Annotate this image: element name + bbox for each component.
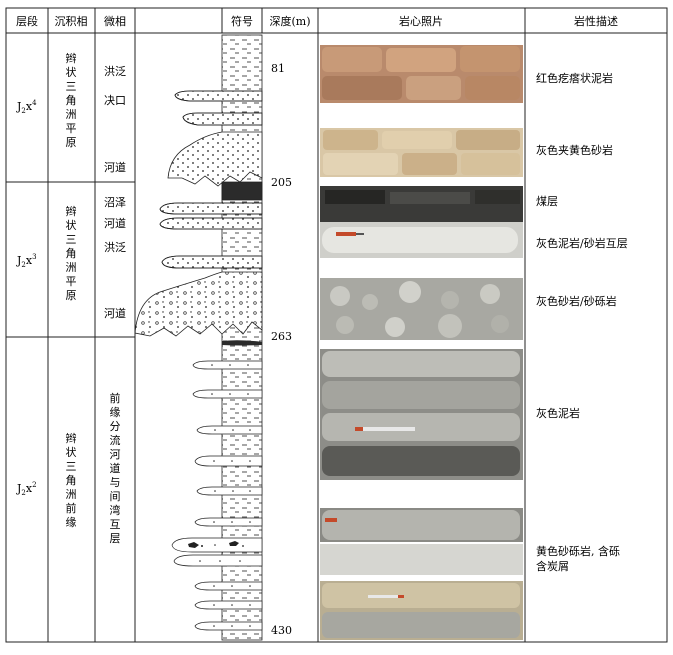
svg-text:平: 平 (66, 275, 77, 288)
litho-7: 黄色砂砾岩, 含砾 (536, 544, 620, 558)
header-symbol: 符号 (231, 15, 253, 28)
svg-text:三: 三 (66, 80, 77, 93)
depth-263: 263 (271, 330, 292, 343)
photo-sandstone (320, 128, 523, 177)
header-depth: 深度(m) (269, 14, 310, 28)
header-row: 层段 沉积相 微相 符号 深度(m) 岩心照片 岩性描述 (16, 14, 618, 28)
litho-4: 灰色泥岩/砂岩互层 (536, 236, 628, 250)
micro-3: 河道 (104, 160, 126, 174)
header-facies: 沉积相 (55, 15, 88, 28)
litho-6: 灰色泥岩 (536, 406, 580, 420)
header-microfacies: 微相 (104, 14, 126, 28)
layer-codes: J2x4 J2x3 J2x2 (16, 99, 37, 497)
svg-text:状: 状 (66, 445, 77, 459)
svg-text:辫: 辫 (66, 51, 77, 65)
micro-4: 沼泽 (104, 195, 126, 209)
micro-7: 河道 (104, 306, 126, 320)
micro-1: 洪泛 (104, 64, 126, 78)
svg-text:平: 平 (66, 122, 77, 135)
lithology-descriptions: 红色疙瘩状泥岩 灰色夹黄色砂岩 煤层 灰色泥岩/砂岩互层 灰色砂岩/砂砾岩 灰色… (536, 71, 628, 573)
micro-6: 洪泛 (104, 240, 126, 254)
micro-5: 河道 (104, 216, 126, 230)
microfacies-text: 洪泛 决口 河道 沼泽 河道 洪泛 河道 前 缘 分 流 河 道 与 间 湾 互… (104, 64, 126, 545)
facies-layer-1: 辫 状 三 角 洲 平 原 (66, 51, 77, 149)
sand-lenses-top (174, 90, 263, 126)
litho-3: 煤层 (536, 195, 558, 208)
photo-gray-gravel (320, 278, 523, 340)
litho-1: 红色疙瘩状泥岩 (536, 71, 613, 85)
svg-text:辫: 辫 (66, 204, 77, 218)
photo-red-mudstone (320, 45, 523, 103)
svg-text:互: 互 (110, 518, 121, 531)
facies-text: 辫 状 三 角 洲 平 原 辫 状 三 角 洲 平 原 辫 状 三 角 洲 前 … (66, 51, 77, 529)
svg-text:层: 层 (110, 532, 121, 545)
svg-text:角: 角 (66, 247, 77, 260)
svg-text:状: 状 (66, 218, 77, 232)
svg-text:三: 三 (66, 460, 77, 473)
litho-5: 灰色砂岩/砂砾岩 (536, 294, 617, 308)
lens-dots-bottom (199, 364, 251, 627)
photo-yellow-gravel (320, 508, 523, 640)
photo-coal (320, 186, 523, 222)
coal-bed (221, 181, 263, 201)
depth-430: 430 (271, 624, 292, 637)
core-photos (320, 45, 523, 640)
litho-8: 含炭屑 (536, 559, 569, 573)
layer-code-2: J2x3 (16, 253, 37, 269)
micro-vertical-layer-3: 前 缘 分 流 河 道 与 间 湾 互 层 (110, 391, 121, 545)
svg-text:洲: 洲 (66, 261, 77, 274)
svg-text:间: 间 (110, 490, 121, 503)
carbon-debris (188, 541, 244, 548)
svg-text:与: 与 (110, 476, 121, 489)
svg-text:角: 角 (66, 474, 77, 487)
header-lithology: 岩性描述 (574, 14, 618, 28)
svg-text:道: 道 (110, 461, 121, 475)
photo-gray-mud-sand (320, 222, 523, 258)
svg-text:三: 三 (66, 233, 77, 246)
svg-text:湾: 湾 (110, 503, 121, 517)
litho-2: 灰色夹黄色砂岩 (536, 143, 613, 157)
svg-text:洲: 洲 (66, 488, 77, 501)
layer-code-3: J2x2 (16, 481, 37, 497)
lithology-column (134, 34, 263, 641)
micro-2: 决口 (104, 94, 126, 107)
svg-text:原: 原 (66, 136, 77, 149)
svg-text:前: 前 (110, 391, 121, 405)
photo-gray-mudstone (320, 349, 523, 480)
layer-code-1: J2x4 (16, 99, 37, 115)
svg-text:流: 流 (110, 433, 121, 447)
svg-text:缘: 缘 (110, 406, 121, 419)
svg-text:缘: 缘 (66, 516, 77, 529)
header-photo: 岩心照片 (399, 14, 443, 28)
header-layer: 层段 (16, 14, 38, 28)
svg-text:状: 状 (66, 65, 77, 79)
svg-text:前: 前 (66, 501, 77, 515)
svg-text:原: 原 (66, 289, 77, 302)
sand-lenses-bottom (171, 360, 263, 631)
facies-layer-2: 辫 状 三 角 洲 平 原 (66, 204, 77, 302)
depth-labels: 81 205 263 430 (271, 62, 292, 637)
sand-lenses-mid (159, 202, 263, 269)
svg-text:洲: 洲 (66, 108, 77, 121)
facies-layer-3: 辫 状 三 角 洲 前 缘 (66, 431, 77, 529)
svg-text:角: 角 (66, 94, 77, 107)
table-frame (5, 7, 668, 643)
svg-text:河: 河 (110, 448, 121, 461)
svg-text:分: 分 (110, 420, 121, 433)
depth-205: 205 (271, 176, 292, 189)
thin-coal (222, 340, 262, 346)
depth-81: 81 (271, 62, 285, 75)
svg-text:辫: 辫 (66, 431, 77, 445)
